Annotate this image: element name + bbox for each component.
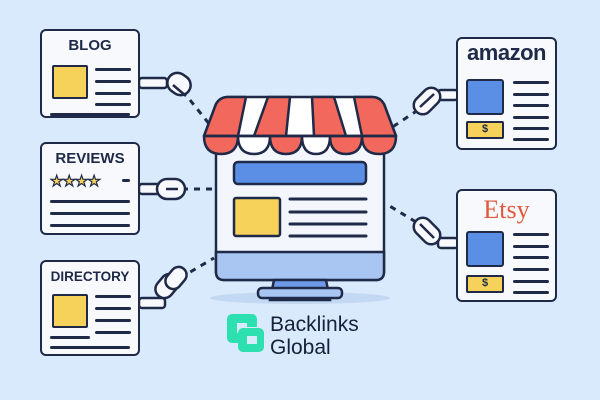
text-line [95, 80, 131, 83]
chain-link-icon-blog [137, 71, 192, 97]
etsy-card: Etsy $ [456, 189, 557, 302]
text-line [513, 256, 549, 259]
reviews-card: REVIEWS ★★★★ [40, 142, 140, 235]
blog-card-title: BLOG [68, 37, 112, 54]
text-line [513, 138, 549, 141]
monitor-text-lines [288, 197, 368, 238]
storefront-monitor [214, 128, 386, 302]
text-line [513, 127, 549, 130]
text-line [95, 295, 131, 298]
text-line [513, 291, 549, 294]
text-line [95, 307, 131, 310]
text-line [50, 200, 130, 203]
price-tag: $ [466, 121, 504, 139]
text-line [95, 319, 131, 322]
text-line [50, 212, 130, 215]
awning [202, 95, 398, 156]
directory-card: DIRECTORY [40, 260, 140, 356]
price-tag: $ [466, 275, 504, 293]
product-image-icon [466, 79, 504, 115]
text-line [513, 245, 549, 248]
text-line [513, 81, 549, 84]
text-line [50, 224, 130, 227]
text-line [513, 280, 549, 283]
reviews-card-title: REVIEWS [55, 150, 125, 167]
chain-link-icon-reviews [137, 177, 187, 201]
text-line [513, 116, 549, 119]
chain-link-icon-directory [137, 265, 188, 310]
chain-link-icon-etsy [412, 216, 460, 250]
dashed-connectors [179, 99, 419, 280]
directory-card-title: DIRECTORY [50, 269, 130, 284]
text-line [513, 268, 549, 271]
text-line [513, 233, 549, 236]
amazon-logo: amazon [467, 40, 546, 65]
amazon-card: amazon $ [456, 37, 557, 150]
text-line [50, 346, 130, 349]
logo-wordmark-line2: Global [270, 336, 331, 359]
logo-wordmark-line1: Backlinks [270, 313, 359, 336]
text-line [50, 336, 90, 339]
etsy-logo: Etsy [483, 195, 530, 224]
image-placeholder-icon [52, 294, 88, 328]
blog-card: BLOG [40, 29, 140, 118]
image-placeholder-icon [52, 65, 88, 99]
text-line [513, 93, 549, 96]
product-image-icon [466, 231, 504, 267]
text-line [95, 92, 131, 95]
text-line [95, 68, 131, 71]
star-rating: ★★★★ [49, 172, 101, 190]
text-line [95, 331, 131, 334]
chain-link-icon-amazon [412, 86, 460, 116]
backlinks-global-logo-mark [227, 314, 264, 352]
text-line [95, 103, 131, 106]
text-line [122, 179, 130, 182]
text-line [50, 113, 130, 116]
text-line [513, 104, 549, 107]
